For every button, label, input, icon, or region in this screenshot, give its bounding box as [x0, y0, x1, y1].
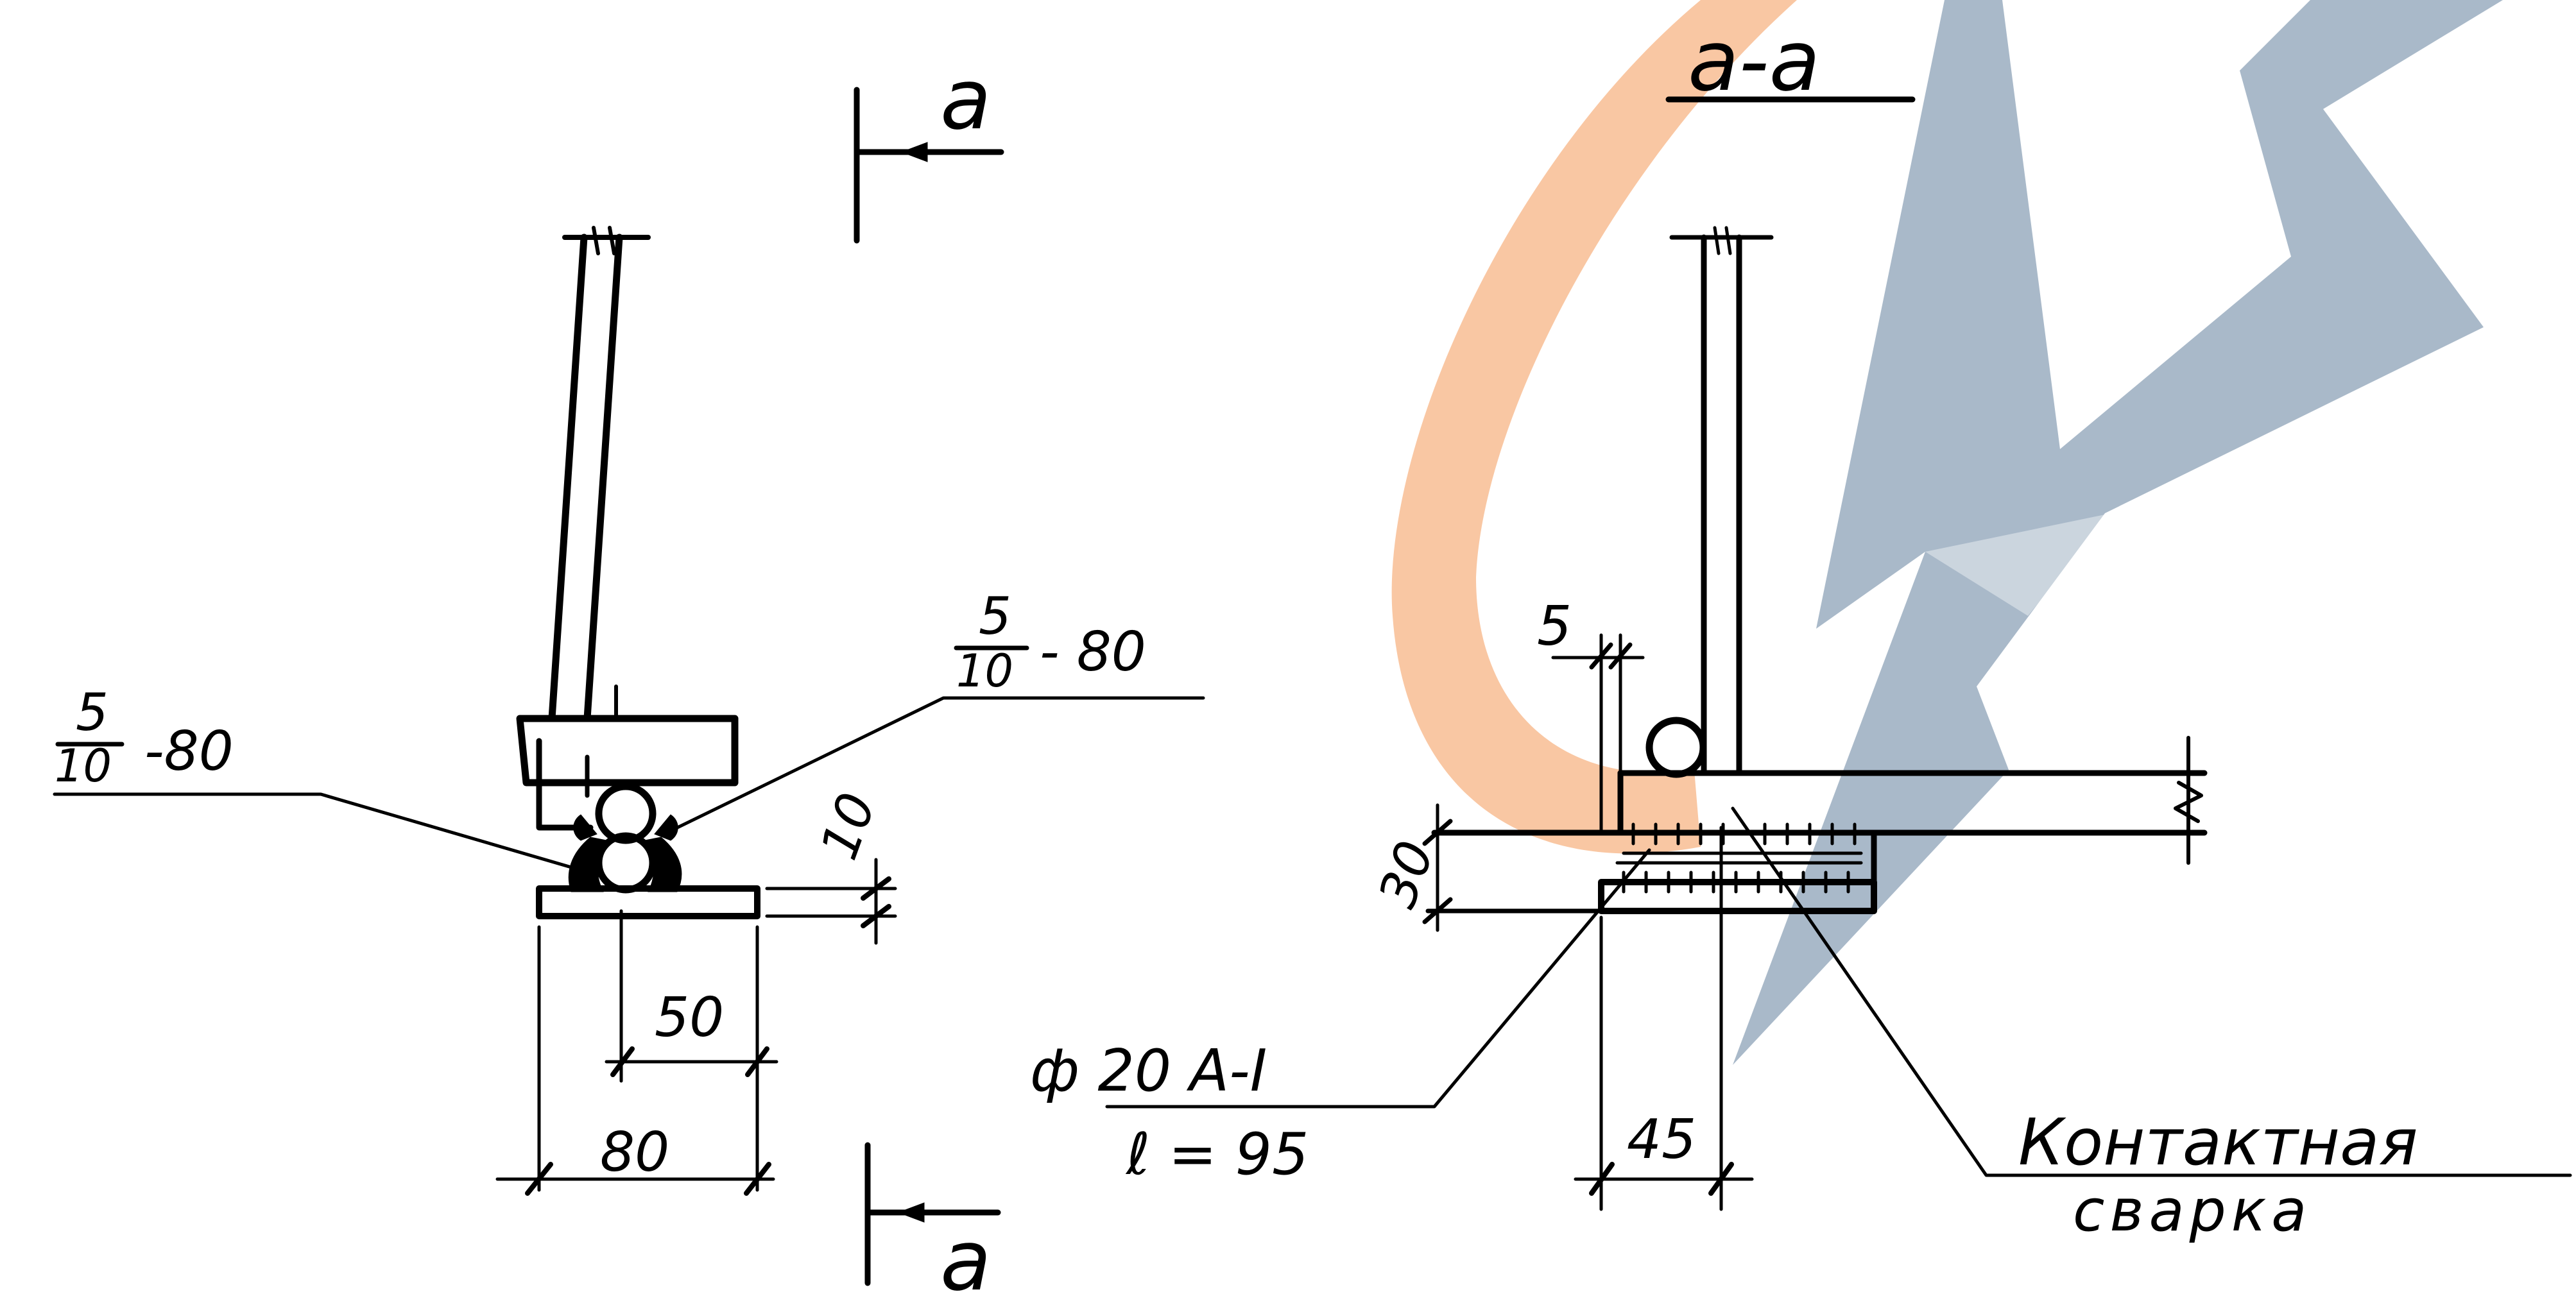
dim-80-label: 80: [600, 1121, 669, 1184]
weld-right-top: 5: [979, 586, 1011, 646]
dim-30-label: 30: [1367, 833, 1445, 915]
dim-45-label: 45: [1627, 1108, 1696, 1171]
logo-orange-arc: [1391, 0, 1797, 854]
dim-10-label: 10: [809, 785, 887, 867]
section-letter-top: a: [940, 51, 992, 148]
weld-left-top: 5: [76, 683, 108, 742]
left-view: 50 80 10 5 10 -80 5 10 - 80: [53, 226, 1205, 1196]
section-title: a-a: [1688, 12, 1820, 110]
dim-50-label: 50: [655, 986, 724, 1050]
logo-blue-inner-cut: [1925, 513, 2111, 616]
weld-right-suffix: - 80: [1040, 620, 1146, 684]
weld-label-line1: Контактная: [2018, 1105, 2418, 1180]
weld-left-bottom: 10: [55, 740, 112, 792]
section-mark-top: a: [854, 51, 1004, 244]
section-letter-bottom: a: [940, 1212, 992, 1309]
weld-left-suffix: -80: [144, 720, 234, 783]
bar-spec-label: ф 20 A-I: [1030, 1037, 1267, 1105]
weld-label-line2: сварка: [2073, 1177, 2312, 1245]
weld-right-bottom: 10: [956, 645, 1013, 697]
section-mark-bottom: a: [864, 1142, 1001, 1309]
dim-5-label: 5: [1537, 595, 1572, 658]
bar-length-label: ℓ = 95: [1125, 1121, 1309, 1188]
right-view: a-a 5 30 4: [1030, 12, 2572, 1245]
logo-blue-bolt: [1733, 0, 2503, 1065]
lightning-c-logo-icon: [1391, 0, 2503, 1065]
